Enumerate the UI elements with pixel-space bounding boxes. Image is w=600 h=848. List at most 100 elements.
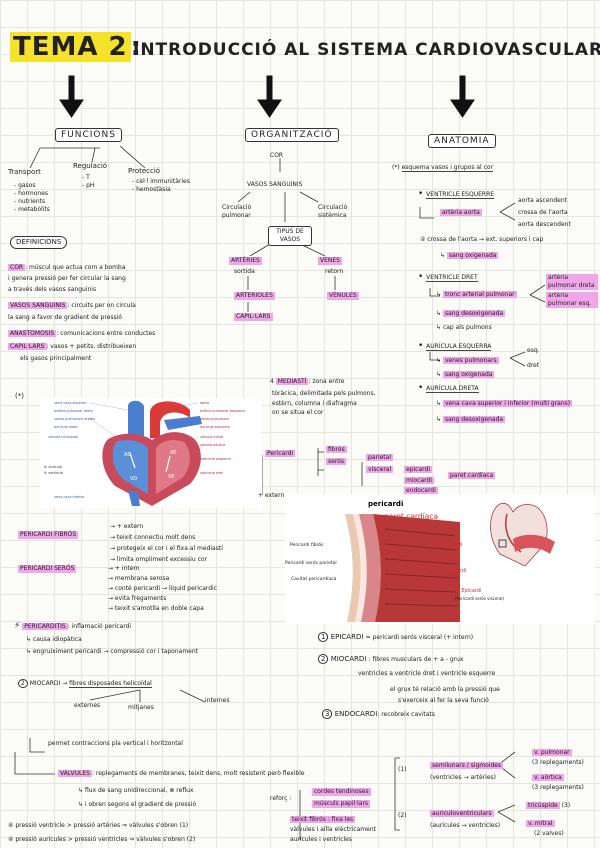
epicardi-node: epicardi xyxy=(404,466,432,474)
tricuspide-label: tricúspide xyxy=(526,802,560,809)
photo-label: Cavitat pericardíaca xyxy=(291,575,337,582)
cap-pulmons-row: ↳ cap als pulmons xyxy=(436,324,492,331)
definition-text: : circuits per on circula xyxy=(67,302,136,309)
list-item: - T xyxy=(82,174,90,181)
pericarditis-row: ⚡ PERICARDITIS: inflamació pericardi xyxy=(14,622,131,631)
mitjanes-label: mitjanes xyxy=(128,704,154,711)
arteries-node: ARTÈRIES xyxy=(229,257,262,265)
fibros-term: fibrós xyxy=(326,446,347,453)
anatomia-heading: ANATOMIA xyxy=(428,134,496,148)
sang-desox-row: ↳ sang desoxigenada xyxy=(436,310,506,317)
ventricle-esq-label: VENTRICLE ESQUERRE xyxy=(426,191,495,199)
photo-label: Pericardi fibrós xyxy=(290,541,324,548)
art-pulm-esq-label: artèria pulmonar esq. xyxy=(546,292,598,308)
miocardi-term: miocardi xyxy=(404,477,434,484)
diagram-label: ventricle esquerre xyxy=(200,457,231,461)
definition-text: la sang a favor de gradient de pressió xyxy=(8,314,122,321)
list-item: → protegeix el cor i el fixa al mediastí xyxy=(110,545,223,552)
sang-ox2-label: sang oxigenada xyxy=(442,371,495,378)
number-badge: ④ xyxy=(8,836,14,843)
auricula-dreta: • AURÍCULA DRETA xyxy=(418,383,479,393)
list-item: - hemostàsia xyxy=(132,186,171,193)
ventricle-dret-label: VENTRICLE DRET xyxy=(426,274,478,282)
right-side-shape xyxy=(112,440,148,494)
mediasti-text: estèrn, columna i diafragma xyxy=(272,400,357,407)
diagram-label: aurícula esquerra xyxy=(200,425,230,429)
regulacio-label: Regulació xyxy=(73,162,108,170)
tronc-row: ↳ tronc arterial pulmonar xyxy=(436,291,517,298)
fibros-node: fibrós xyxy=(326,446,347,454)
photo-label: 2. Miocardi xyxy=(435,542,462,548)
definition-text: : vasos + petits, distribueixen xyxy=(46,343,137,350)
list-item: - pH xyxy=(82,182,95,189)
endocardi-text: : recobreix cavitats xyxy=(377,711,435,718)
photo-paret: paret cardíaca xyxy=(384,512,438,521)
muscles-label: músculs papil·lars xyxy=(312,800,371,808)
cap-pulmons-label: cap als pulmons xyxy=(442,324,492,331)
fibres-text: fibres disposades helicoïdal xyxy=(69,680,152,688)
dret-label: dret xyxy=(527,362,540,369)
auriculo2-label: (aurícules → ventricles) xyxy=(430,822,501,829)
mediasti-term: MEDIASTÍ xyxy=(275,378,309,385)
diagram-asterisk: (*) xyxy=(15,392,24,400)
pericardi-term: Pericardi xyxy=(265,450,296,457)
tipus-vasos-box: TIPUS DE VASOS xyxy=(268,226,312,246)
auricula-esq-label: AURÍCULA ESQUERRA xyxy=(426,343,492,351)
pulm-artery-shape xyxy=(164,416,202,430)
crossa-label: crossa de l'aorta xyxy=(518,209,568,216)
miocardi-row: 2 MIOCARDI : fibres musculars de + a - g… xyxy=(318,654,463,664)
heart-diagram: AD AE VD VE vena cava superior artèria p… xyxy=(40,398,262,508)
mediasti-text: : zona entre xyxy=(308,378,345,385)
proteccio-label: Protecció xyxy=(128,167,161,175)
title-colon: : xyxy=(130,32,143,62)
valvules-text: : replegaments de membranes, teixit dens… xyxy=(91,770,305,777)
number-badge: 2 xyxy=(318,654,329,664)
definition-text: : comunicacions entre conductes xyxy=(56,330,156,337)
transport-list: - gasos - hormones - nutrients - metabòl… xyxy=(14,182,50,214)
endocardi-row: 3 ENDOCARDI: recobreix cavitats xyxy=(322,709,435,719)
mitral2-label: (2 valves) xyxy=(534,830,564,837)
vasos-term: VASOS SANGUINIS xyxy=(8,302,68,309)
externes-label: externes xyxy=(74,702,101,709)
funcions-heading: FUNCIONS xyxy=(55,128,122,142)
photo-label: 1. Endocardi xyxy=(435,568,466,574)
miocardi-node: miocardi xyxy=(404,477,434,485)
flux-text: flux de sang unidireccional, ⊗ reflux xyxy=(84,787,194,794)
number-badge: ④ xyxy=(8,822,14,829)
flux-row: ↳ flux de sang unidireccional, ⊗ reflux xyxy=(78,787,194,794)
auriculo-label: auriculoventriculars xyxy=(430,810,494,817)
chamber-vd: VD xyxy=(130,476,137,482)
definition-vasos: VASOS SANGUINIS: circuits per on circula xyxy=(8,302,136,310)
chamber-ad: AD xyxy=(124,452,131,458)
diagram-label: aurícula dreta xyxy=(54,425,78,429)
definition-cor: COR: múscul que actua com a bomba xyxy=(8,264,126,272)
diagram-label: venes pulmonars xyxy=(200,417,229,421)
miocardi-term: MIOCARDI xyxy=(29,680,61,687)
miocardi-bottom-row: 2 MIOCARDI → fibres disposades helicoïda… xyxy=(18,679,152,688)
capil-node: CAPIL·LARS xyxy=(234,313,273,321)
asterisk-mark: (*) xyxy=(392,164,400,171)
list-item: → + extern xyxy=(110,523,144,530)
mitral-row: v. mitral xyxy=(526,820,555,828)
teixit-text: teixit fibrós : fixa les xyxy=(290,816,356,823)
page-title: INTRODUCCIÓ AL SISTEMA CARDIOVASCULAR xyxy=(133,40,600,60)
teixit2-text: vàlvules i aïlla elèctricament xyxy=(290,826,376,833)
definition-anastomosis: ANASTOMOSIS: comunicacions entre conduct… xyxy=(8,330,155,338)
tricuspide-row: tricúspide (3) xyxy=(526,802,570,810)
cordes-label: cordes tendinoses xyxy=(312,788,371,796)
venes-pulm-row: ↳ venes pulmonars xyxy=(436,357,499,364)
number-badge: 4 xyxy=(270,378,274,385)
pericarditis-text: : inflamació pericardi xyxy=(67,623,132,630)
sang-desox2-label: sang desoxigenada xyxy=(442,416,506,423)
pericardi-node: Pericardi xyxy=(265,450,296,458)
chamber-ae: AE xyxy=(170,450,177,456)
tronc-label: tronc arterial pulmonar xyxy=(442,291,517,298)
number-badge: 1 xyxy=(318,632,329,642)
definition-text: i genera pressió per fer circular la san… xyxy=(8,275,126,282)
chamber-ve: VE xyxy=(168,474,175,480)
sang-ox-label: sang oxigenada xyxy=(446,252,499,259)
mediasti-row: 4 MEDIASTÍ: zona entre xyxy=(270,378,344,386)
flux2-text: i obren segons el gradient de pressió xyxy=(84,801,197,808)
circ-pulmonar-node: Circulació pulmonar xyxy=(222,204,252,219)
ext-sup-label: ext. superiors i cap xyxy=(485,236,544,243)
